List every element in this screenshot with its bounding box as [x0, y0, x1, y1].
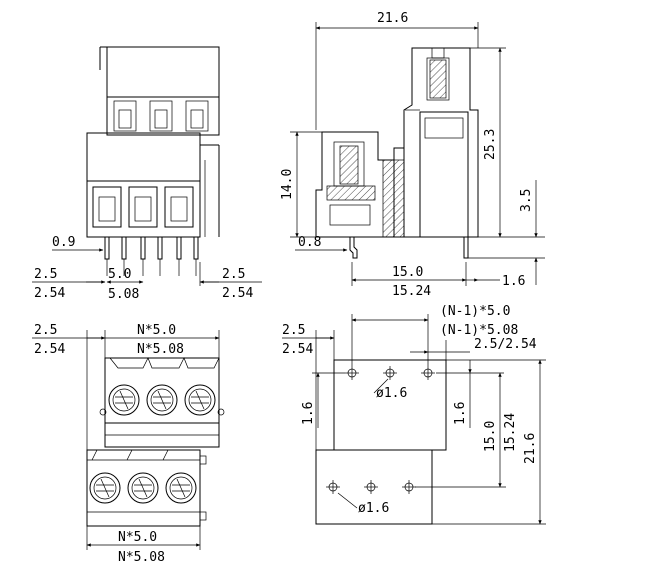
bottom-dim-n-5-0: N*5.0 — [118, 530, 157, 545]
top-view: 2.5 2.54 N*5.0 N*5.08 N*5.0 N*5.08 — [32, 323, 225, 565]
side-view: 21.6 14.0 0.8 25.3 3.5 15.0 15.24 1.6 — [280, 11, 545, 299]
top-dim-n-5-08: N*5.08 — [137, 342, 184, 357]
dim-1-6: 1.6 — [502, 274, 525, 289]
dim-15-24: 15.24 — [392, 284, 431, 299]
pcb-hole-top-label: ø1.6 — [376, 386, 407, 401]
dim-25-3: 25.3 — [483, 129, 498, 160]
top-dim-n-5-0: N*5.0 — [137, 323, 176, 338]
pcb-dim-2-5-2-54: 2.5/2.54 — [474, 337, 537, 352]
pcb-dim-1-6-right: 1.6 — [453, 402, 468, 425]
dim-2-5-left: 2.5 — [34, 267, 57, 282]
pcb-dim-2-54: 2.54 — [282, 342, 313, 357]
pcb-layout-view: 2.5 2.54 (N-1)*5.0 (N-1)*5.08 2.5/2.54 ø… — [282, 304, 546, 525]
dim-21-6: 21.6 — [377, 11, 408, 26]
dim-2-54-left: 2.54 — [34, 286, 65, 301]
pcb-dim-n1-5-08: (N-1)*5.08 — [440, 323, 518, 338]
pcb-dim-15-0: 15.0 — [483, 421, 498, 452]
dim-0-8: 0.8 — [298, 235, 321, 250]
dim-2-5-right: 2.5 — [222, 267, 245, 282]
top-dim-2-54: 2.54 — [34, 342, 65, 357]
dim-15-0: 15.0 — [392, 265, 423, 280]
dim-5-0: 5.0 — [108, 267, 131, 282]
pcb-dim-1-6-left: 1.6 — [301, 402, 316, 425]
pcb-dim-21-6: 21.6 — [523, 433, 538, 464]
dim-2-54-right: 2.54 — [222, 286, 253, 301]
dim-3-5: 3.5 — [519, 189, 534, 212]
dim-5-08: 5.08 — [108, 287, 139, 302]
pcb-dim-n1-5-0: (N-1)*5.0 — [440, 304, 510, 319]
dim-14-0: 14.0 — [280, 169, 295, 200]
pcb-dim-15-24: 15.24 — [503, 413, 518, 452]
bottom-dim-n-5-08: N*5.08 — [118, 550, 165, 565]
top-dim-2-5: 2.5 — [34, 323, 57, 338]
front-view: 0.9 2.5 2.54 5.0 5.08 2.5 2.54 — [32, 46, 262, 302]
pcb-hole-bottom-label: ø1.6 — [358, 501, 389, 516]
pcb-dim-2-5: 2.5 — [282, 323, 305, 338]
dim-0-9: 0.9 — [52, 235, 75, 250]
